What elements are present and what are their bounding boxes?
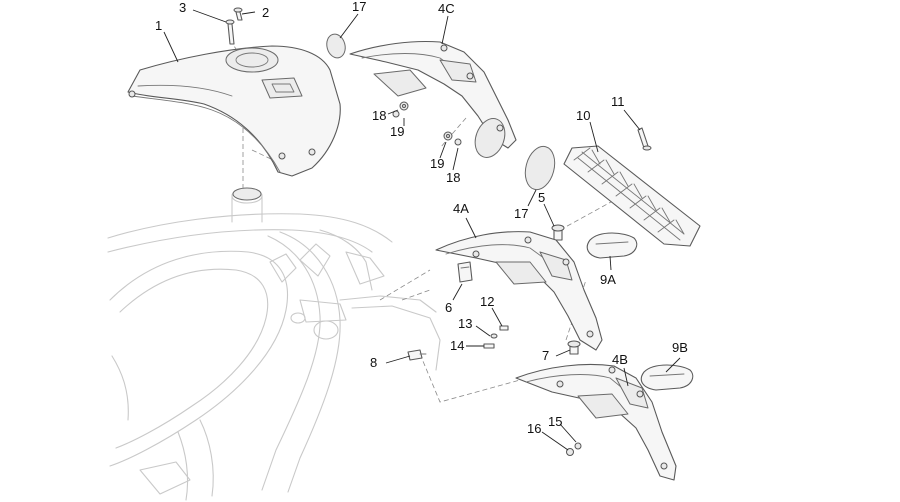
callout-7: 7 <box>542 348 549 363</box>
callout-4c: 4C <box>438 1 455 16</box>
part-11-screw <box>637 127 652 151</box>
scooter-frame-ghost <box>107 187 441 501</box>
part-6-clip <box>457 261 473 283</box>
part-7-screw <box>567 340 581 355</box>
part-9a-reflector <box>586 232 638 259</box>
part-5-screw <box>551 224 565 241</box>
callout-9b: 9B <box>672 340 688 355</box>
callout-17-lower: 17 <box>514 206 528 221</box>
callout-4b: 4B <box>612 352 628 367</box>
callout-11: 11 <box>611 94 625 109</box>
callout-18-upper: 18 <box>372 108 386 123</box>
part-4b-bracket <box>515 363 677 481</box>
callout-12: 12 <box>480 294 494 309</box>
part-9b-reflector <box>640 364 694 391</box>
part-1-top-cover <box>127 45 341 177</box>
callout-1: 1 <box>155 18 162 33</box>
callout-16: 16 <box>527 421 541 436</box>
callout-8: 8 <box>370 355 377 370</box>
part-4a-bracket <box>435 231 603 351</box>
callout-17-top: 17 <box>352 0 366 14</box>
callout-15: 15 <box>548 414 562 429</box>
callout-19-upper: 19 <box>390 124 404 139</box>
callout-10: 10 <box>576 108 590 123</box>
part-10-plate-grid <box>563 145 701 247</box>
callout-labels: 1 2 3 4A 4B 4C 5 6 7 8 9A 9B 10 11 12 13… <box>155 0 688 436</box>
callout-18-lower: 18 <box>446 170 460 185</box>
part-17-lens <box>524 145 556 191</box>
part-12-13-14-hardware <box>483 325 509 349</box>
part-18-19-hardware <box>392 101 462 146</box>
part-4c-bracket <box>349 40 517 158</box>
callout-4a: 4A <box>453 201 469 216</box>
callout-2: 2 <box>262 5 269 20</box>
callout-5: 5 <box>538 190 545 205</box>
callout-14: 14 <box>450 338 464 353</box>
part-2-3-screws <box>225 7 243 45</box>
leader-lines <box>163 9 681 451</box>
callout-19-lower: 19 <box>430 156 444 171</box>
callout-13: 13 <box>458 316 472 331</box>
callout-9a: 9A <box>600 272 616 287</box>
part-8-connector <box>407 349 427 361</box>
part-17-top-disc <box>326 33 346 59</box>
callout-3: 3 <box>179 0 186 15</box>
callout-6: 6 <box>445 300 452 315</box>
part-15-16-hardware <box>566 442 582 456</box>
